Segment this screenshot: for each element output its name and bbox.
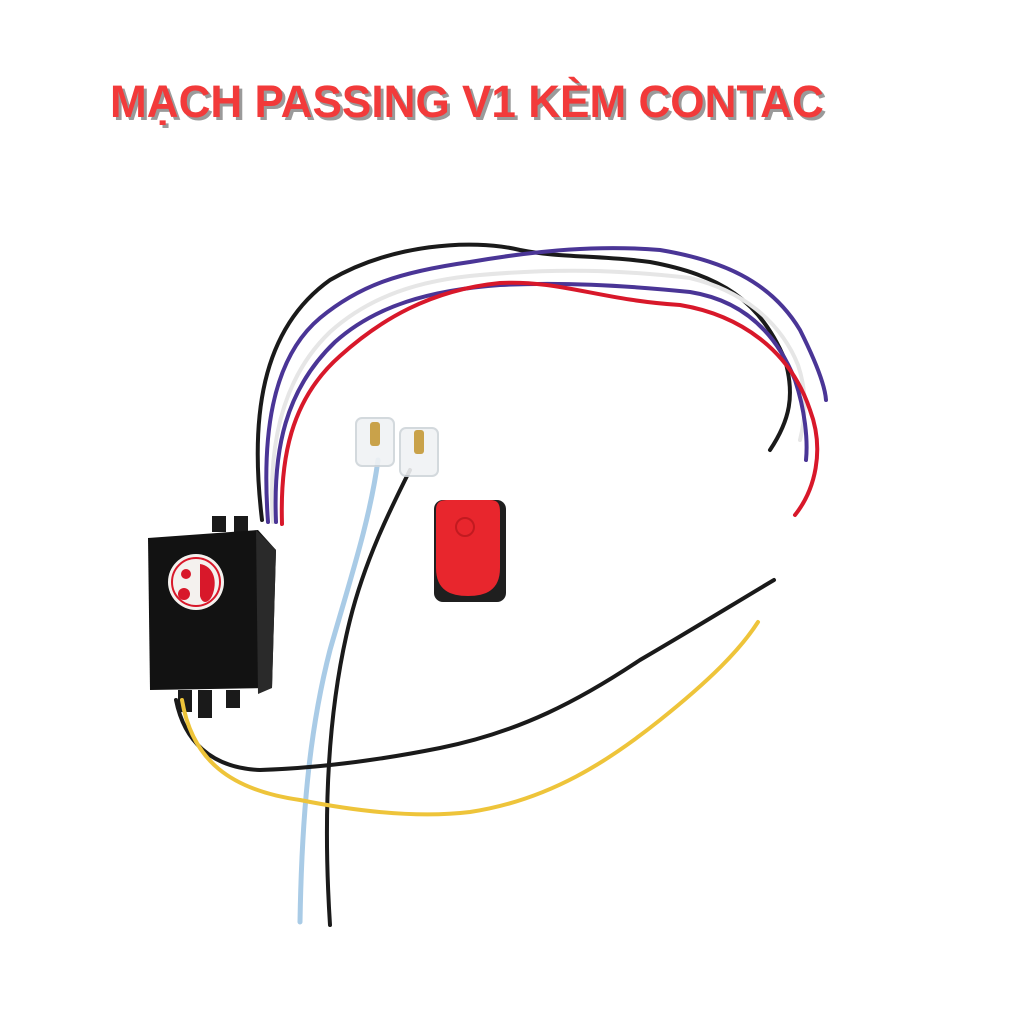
wire-red-upper: [279, 280, 820, 526]
wire-blue: [297, 457, 381, 925]
wire-black-connector: [324, 468, 412, 927]
lower-wires: [174, 578, 776, 817]
product-title: MẠCH PASSING V1 KÈM CONTAC: [110, 76, 824, 127]
push-switch: [434, 500, 506, 602]
wire-yellow-lower: [180, 620, 760, 817]
box-logo: [168, 554, 224, 610]
wire-purple-upper-1: [264, 246, 828, 524]
wire-white-upper: [269, 268, 807, 524]
switch-logo-icon: [455, 517, 475, 537]
control-box: [148, 516, 276, 718]
connector-pins: [297, 417, 439, 927]
upper-wire-harness: [255, 242, 828, 526]
wire-black-lower: [174, 578, 776, 773]
brass-pin-1: [370, 422, 380, 446]
brass-pin-2: [414, 430, 424, 454]
